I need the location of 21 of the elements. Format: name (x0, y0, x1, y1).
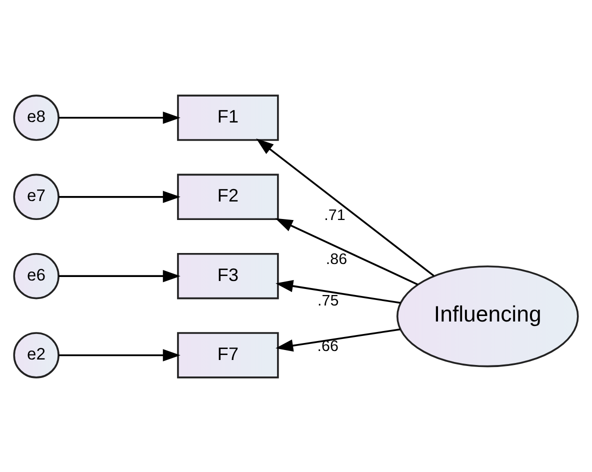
arrow (58, 190, 180, 203)
edge-label: .66 (317, 337, 338, 354)
node-box: F3 (177, 252, 279, 299)
arrow (276, 279, 401, 304)
node-box: F7 (177, 332, 279, 378)
node-circle: e7 (13, 173, 60, 220)
node-box: F2 (177, 173, 279, 220)
arrow (276, 328, 400, 352)
node-circle: e2 (13, 332, 60, 378)
arrow (256, 138, 434, 276)
edge-label: .75 (318, 292, 339, 310)
node-circle: e6 (13, 252, 60, 299)
node-ellipse: Influencing (396, 264, 579, 367)
node-circle: e8 (13, 94, 60, 140)
node-box: F1 (177, 94, 279, 140)
edge-label: .86 (326, 250, 348, 268)
arrow (58, 111, 180, 124)
arrow (58, 348, 180, 361)
arrow (275, 218, 418, 285)
edge-label: .71 (324, 206, 346, 224)
arrow (58, 269, 180, 282)
